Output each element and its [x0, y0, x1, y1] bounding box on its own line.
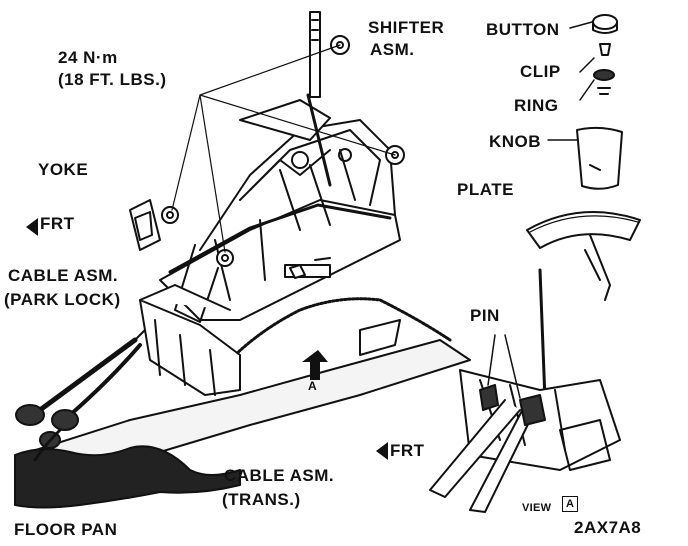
view-letter-box: A — [562, 496, 579, 512]
shifter-label: SHIFTER — [368, 18, 445, 37]
view-a-arrow-label: A — [308, 379, 318, 393]
floor-pan — [14, 297, 471, 509]
floor-pan-label: FLOOR PAN — [14, 520, 118, 539]
view-label: VIEW — [522, 502, 552, 514]
shifter-asm-label: ASM. — [370, 40, 415, 59]
frt-label-main: FRT — [40, 214, 75, 233]
clip-detail — [289, 257, 331, 279]
yoke-label: YOKE — [38, 160, 89, 179]
knob-label: KNOB — [489, 132, 542, 151]
knob-parts — [547, 14, 623, 190]
cable-park-lock-label: (PARK LOCK) — [4, 290, 121, 309]
cable-park-label: CABLE ASM. — [8, 266, 119, 285]
figure-code: 2AX7A8 — [574, 518, 642, 537]
torque-nuts — [161, 35, 405, 267]
clip-label: CLIP — [520, 62, 561, 81]
button-label: BUTTON — [486, 20, 560, 39]
torque-label-imperial: (18 FT. LBS.) — [58, 70, 167, 89]
yoke-bracket — [129, 199, 161, 251]
torque-label-metric: 24 N·m — [58, 48, 118, 67]
torque-leader-lines — [171, 44, 396, 253]
frt-arrows — [26, 218, 388, 460]
view-a-arrow — [302, 350, 328, 380]
cable-bracket — [139, 284, 241, 396]
view-a-detail — [429, 234, 621, 513]
plate-label: PLATE — [457, 180, 514, 199]
plate-part — [526, 211, 641, 249]
pin-label: PIN — [470, 306, 500, 325]
cable-trans-type-label: (TRANS.) — [222, 490, 301, 509]
ring-label: RING — [514, 96, 559, 115]
trans-cable — [33, 343, 142, 462]
cable-trans-label: CABLE ASM. — [224, 466, 335, 485]
frt-label-view: FRT — [390, 441, 425, 460]
